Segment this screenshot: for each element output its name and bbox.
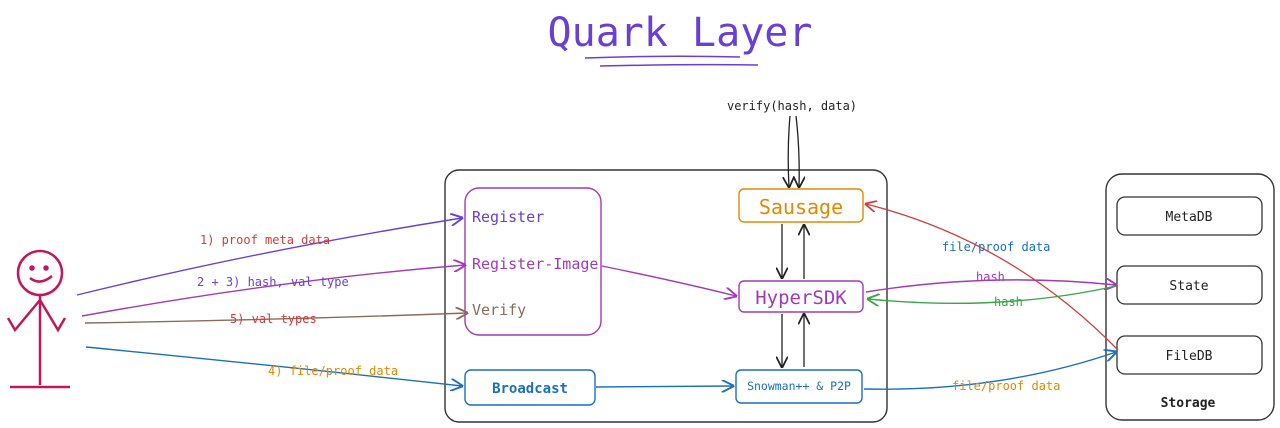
arrow-hypersdk-to-state (865, 280, 1116, 293)
page-title: Quark Layer (548, 10, 813, 56)
edge-label-val-types: 5) val types (230, 312, 317, 326)
metadb-box (1116, 196, 1263, 236)
register-action[interactable]: Register (472, 208, 544, 226)
sausage-box (738, 188, 864, 223)
arrow-state-to-hypersdk (868, 285, 1117, 303)
verify-call-label: verify(hash, data) (727, 99, 857, 113)
arrow-file-proof-user (85, 346, 462, 386)
arrow-proof-meta (76, 218, 462, 296)
hypersdk-box (738, 280, 864, 313)
snowman-box (735, 369, 863, 404)
state-label[interactable]: State (1169, 279, 1208, 294)
arrow-filedb-to-sausage (866, 204, 1119, 351)
arrow-verify-call-2 (796, 115, 799, 187)
storage-label: Storage (1161, 396, 1216, 411)
arrow-register-image-to-hypersdk (601, 265, 736, 296)
arrow-verify-call-1 (788, 115, 790, 187)
broadcast-label[interactable]: Broadcast (492, 381, 568, 397)
edge-label-file-proof-sausage: file/proof data (942, 240, 1050, 254)
snowman-label[interactable]: Snowman++ & P2P (747, 379, 851, 393)
quark-module-box (444, 169, 888, 423)
arrow-broadcast-to-snowman (595, 386, 733, 387)
sausage-label[interactable]: Sausage (759, 195, 843, 219)
user-icon (6, 249, 70, 389)
title-underline (584, 55, 741, 59)
title-underline-2 (599, 63, 759, 67)
arrow-snowman-to-filedb (863, 352, 1116, 390)
arrow-hash-val-type (81, 265, 465, 317)
edge-label-proof-meta: 1) proof meta data (200, 233, 330, 247)
storage-box (1105, 173, 1275, 421)
edge-label-file-proof-snowman: file/proof data (952, 379, 1060, 393)
edge-label-hash-val-type: 2 + 3) hash, val type (197, 275, 349, 289)
filedb-label[interactable]: FileDB (1166, 349, 1213, 364)
register-image-action[interactable]: Register-Image (472, 255, 598, 273)
edge-label-hash-from-state: hash (994, 295, 1023, 309)
arrow-val-types (84, 313, 467, 324)
edge-label-file-proof-user: 4) file/proof data (268, 364, 398, 378)
hypersdk-label[interactable]: HyperSDK (755, 287, 847, 309)
verify-action[interactable]: Verify (472, 301, 526, 319)
edge-label-hash-to-state: hash (976, 270, 1005, 284)
metadb-label[interactable]: MetaDB (1166, 210, 1213, 225)
broadcast-box (464, 369, 596, 406)
